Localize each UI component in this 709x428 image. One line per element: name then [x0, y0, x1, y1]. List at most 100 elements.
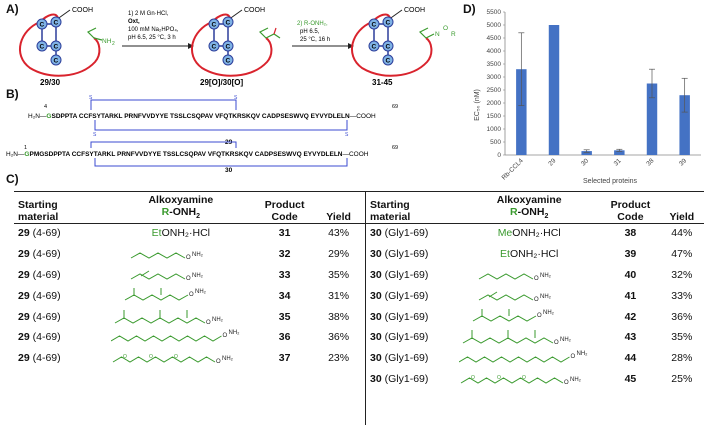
reaction-arrow-2: 2) R-ONH₂, pH 6.5, 25 °C, 16 h	[292, 21, 354, 49]
svg-text:O: O	[123, 354, 127, 360]
svg-text:2: 2	[112, 41, 115, 47]
svg-text:O: O	[149, 354, 153, 360]
chart-bar	[614, 150, 625, 155]
svg-text:C: C	[226, 58, 231, 65]
product-code-cell: 41	[624, 289, 637, 302]
panel-label-d: D)	[463, 2, 476, 16]
product-code-cell: 34	[278, 289, 291, 302]
reagent-name: EtONH₂·HCl	[500, 248, 559, 261]
chart-y-tick-label: 4000	[487, 48, 502, 55]
svg-text:O: O	[216, 359, 221, 365]
reagent-name: EtONH₂·HCl	[151, 227, 210, 240]
starting-material-cell: 29 (4-69)	[18, 289, 61, 302]
svg-text:O: O	[534, 297, 539, 303]
svg-text:C: C	[54, 58, 59, 65]
svg-text:C: C	[386, 20, 391, 27]
svg-text:NH₂: NH₂	[228, 330, 240, 336]
reaction-arrow-1: 1) 2 M Gn·HCl, Oxt, 100 mM Na₂HPO₄, pH 6…	[122, 11, 194, 49]
protein-29o-30o: COOH C C C C C 29[O]/30[O]	[191, 7, 281, 87]
svg-text:1: 1	[24, 145, 27, 151]
svg-text:NH₂: NH₂	[560, 337, 572, 343]
product-code-cell: 36	[278, 331, 291, 344]
svg-text:S: S	[89, 95, 93, 101]
svg-text:S: S	[234, 95, 238, 101]
product-code-cell: 38	[624, 227, 637, 240]
yield-cell: 36%	[671, 310, 693, 323]
chart-y-tick-label: 500	[490, 139, 501, 146]
reagent-structure: O NH₂	[457, 285, 601, 306]
yield-cell: 29%	[328, 248, 350, 261]
svg-text:C: C	[212, 44, 217, 51]
svg-text:COOH: COOH	[404, 7, 425, 14]
panel-label-a: A)	[6, 2, 19, 16]
reagent-structure: O NH₂	[457, 348, 601, 369]
reagent-structure: O NH₂	[108, 306, 255, 327]
svg-text:pH 6.5,: pH 6.5,	[300, 29, 320, 35]
svg-text:O: O	[186, 276, 191, 282]
svg-text:O: O	[189, 292, 194, 298]
protein-29-30: COOH C C C C C NH 2 29/30	[19, 7, 115, 87]
svg-text:NH₂: NH₂	[540, 273, 552, 279]
chart-x-tick-label: 39	[678, 157, 688, 167]
sequence-30: 1 69 H₂N—GPMGSDPPTA CCFSYTARKL PRNFVVDYY…	[6, 141, 398, 172]
svg-text:C: C	[54, 44, 59, 51]
yield-cell: 35%	[671, 331, 693, 344]
svg-text:NH₂: NH₂	[195, 289, 207, 295]
chart-x-tick-label: 30	[580, 157, 590, 167]
product-code-cell: 40	[624, 268, 637, 281]
label-29o-30o: 29[O]/30[O]	[200, 78, 243, 87]
starting-material-cell: 30 (Gly1-69)	[370, 352, 429, 365]
protein-31-45: COOH C C C C C N O R 31-45	[351, 7, 456, 87]
reagent-structure: O NH₂	[457, 265, 601, 286]
chart-y-tick-label: 1000	[487, 126, 502, 133]
starting-material-cell: 30 (Gly1-69)	[370, 227, 429, 240]
yield-cell: 44%	[671, 227, 693, 240]
svg-text:O: O	[522, 375, 526, 381]
svg-text:NH₂: NH₂	[540, 294, 552, 300]
svg-text:NH₂: NH₂	[222, 356, 234, 362]
table-row: 30 (Gly1-69) MeONH₂·HCl 38 44%	[368, 223, 704, 244]
starting-material-cell: 29 (4-69)	[18, 331, 61, 344]
label-29-30: 29/30	[40, 78, 61, 87]
yield-cell: 23%	[328, 352, 350, 365]
chart-y-tick-label: 4500	[487, 35, 502, 42]
svg-text:C: C	[226, 20, 231, 27]
chart-y-tick-label: 5500	[487, 9, 502, 16]
product-code-cell: 43	[624, 331, 637, 344]
svg-text:NH₂: NH₂	[192, 252, 204, 258]
svg-text:NH₂: NH₂	[543, 310, 555, 316]
svg-text:C: C	[226, 44, 231, 51]
svg-text:O: O	[186, 255, 191, 261]
svg-text:25 °C, 16 h: 25 °C, 16 h	[300, 37, 330, 43]
svg-text:O: O	[571, 354, 576, 360]
svg-text:O: O	[471, 375, 475, 381]
svg-text:O: O	[206, 320, 211, 326]
chart-x-tick-label: 31	[613, 157, 623, 167]
chart-xlabel: Selected proteins	[583, 178, 638, 185]
reagent-name: MeONH₂·HCl	[497, 227, 561, 240]
reagent-structure: O NH₂	[457, 306, 601, 327]
svg-text:N: N	[435, 31, 440, 38]
starting-material-cell: 29 (4-69)	[18, 268, 61, 281]
product-code-cell: 35	[278, 310, 291, 323]
svg-text:H₂N—GSDPPTA CCFSYTARKL PRNFVVD: H₂N—GSDPPTA CCFSYTARKL PRNFVVDYYE TSSLCS…	[28, 113, 376, 120]
svg-text:O: O	[554, 340, 559, 346]
chart-bar	[646, 83, 658, 155]
reagent-structure: O NH₂	[108, 327, 255, 348]
